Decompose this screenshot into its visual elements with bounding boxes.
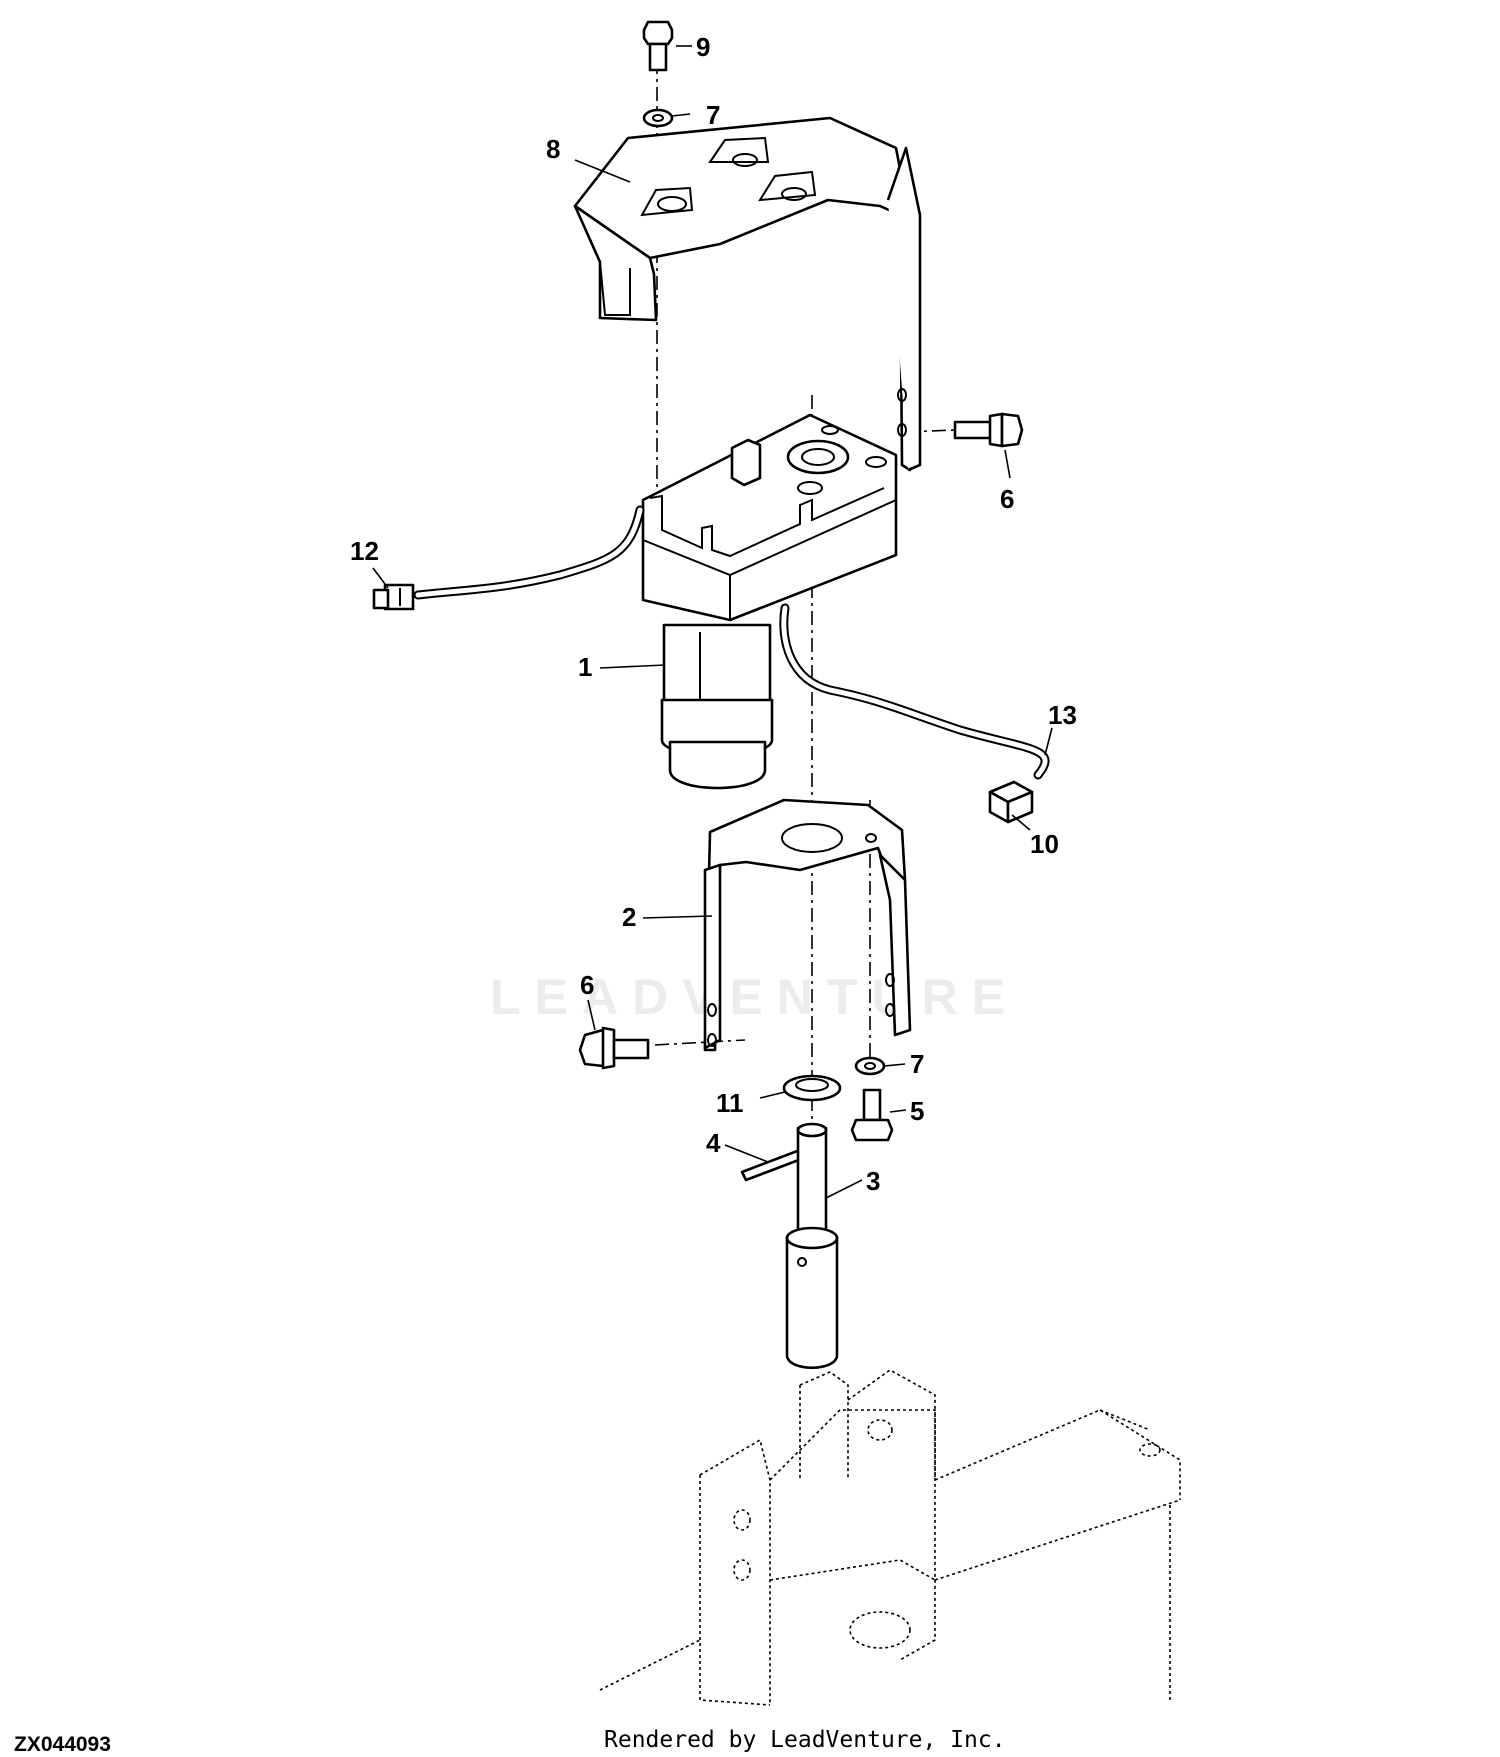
part-8-upper-bracket <box>573 116 922 472</box>
callout-12: 12 <box>350 536 379 566</box>
callout-6-right: 6 <box>1000 484 1014 514</box>
part-5-cap-screw <box>850 1088 894 1142</box>
part-7-washer-top <box>642 108 674 128</box>
watermark: LEADVENTURE <box>490 969 1020 1025</box>
part-2-lower-bracket <box>703 798 912 1052</box>
figure-id: ZX044093 <box>14 1733 111 1756</box>
part-6-flange-screw-left <box>578 1026 650 1070</box>
callout-8: 8 <box>546 134 560 164</box>
part-13-wire-harness <box>779 603 1050 780</box>
callout-10: 10 <box>1030 829 1059 859</box>
callout-7-top: 7 <box>706 100 720 130</box>
part-3-shaft <box>785 1122 839 1370</box>
callout-3: 3 <box>866 1166 880 1196</box>
callout-13: 13 <box>1048 700 1077 730</box>
part-12-harness-connector <box>372 505 645 611</box>
part-9-cap-screw <box>642 20 674 72</box>
part-6-flange-screw-right <box>953 412 1024 448</box>
leader-lines <box>372 45 1053 1199</box>
callout-9: 9 <box>696 32 710 62</box>
callout-4: 4 <box>706 1128 721 1158</box>
phantom-machine-frame <box>599 1369 1181 1706</box>
callout-5: 5 <box>910 1096 924 1126</box>
callout-6-left: 6 <box>580 970 594 1000</box>
callout-1: 1 <box>578 652 592 682</box>
callout-2: 2 <box>622 902 636 932</box>
part-10-connector <box>988 780 1034 824</box>
part-1-motor-gearbox <box>641 413 898 790</box>
part-7-washer-lower <box>854 1056 886 1076</box>
render-credit: Rendered by LeadVenture, Inc. <box>604 1727 1006 1753</box>
callout-11: 11 <box>716 1088 744 1118</box>
callout-7-lower: 7 <box>910 1049 924 1079</box>
callouts: 9 7 8 6 12 1 13 10 2 6 7 5 11 4 3 <box>350 32 1077 1196</box>
part-11-bushing <box>782 1074 842 1102</box>
part-4-pin <box>740 1148 806 1182</box>
